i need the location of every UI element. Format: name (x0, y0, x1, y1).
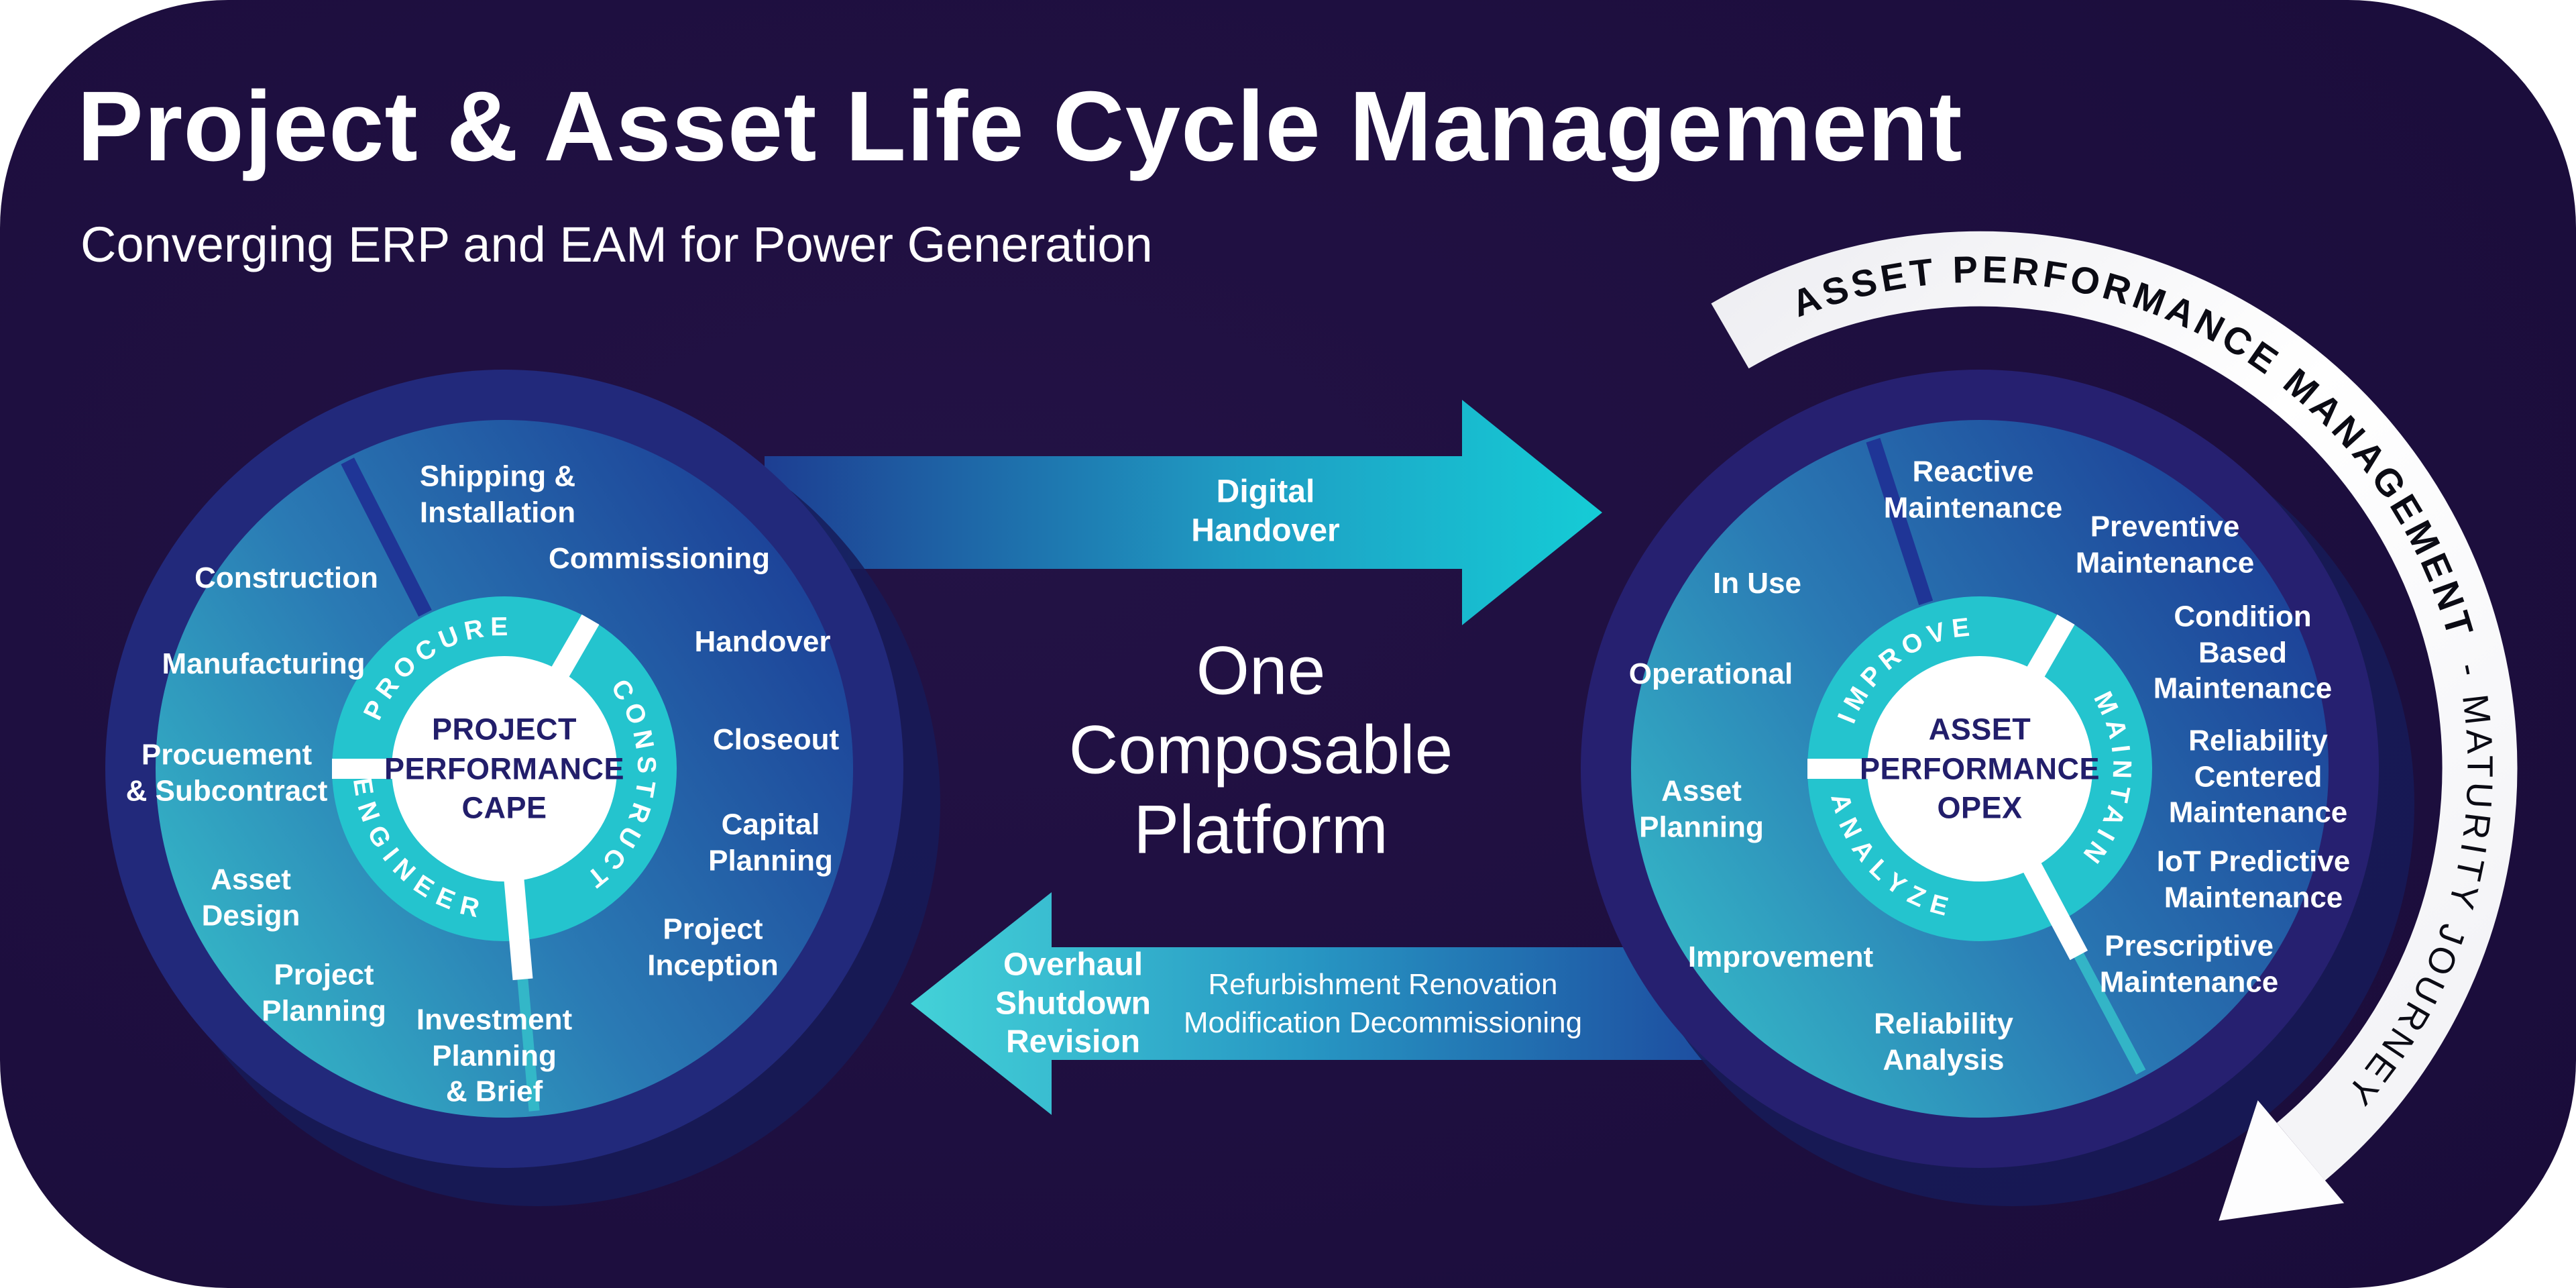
capex-label-project-planning: Project Planning (262, 958, 386, 1027)
maturity-arc-band (1711, 231, 2518, 1181)
capex-label-capital-planning: Capital Planning (708, 808, 833, 877)
capex-label-construction: Construction (194, 561, 378, 595)
capex-label-commissioning: Commissioning (548, 542, 771, 576)
return-arrow-label: Refurbishment Renovation Modification De… (1183, 967, 1583, 1039)
return-arrow-bold-label: Overhaul Shutdown Revision (995, 947, 1151, 1060)
capex-label-asset-design: Asset Design (201, 863, 300, 932)
maturity-arc-arrowhead (2219, 1100, 2345, 1221)
return-arrow (911, 892, 1710, 1115)
capex-label-project-inception: Project Inception (647, 912, 779, 981)
opex-label-operational: Operational (1628, 657, 1793, 691)
opex-ring-gap-bottom (2019, 855, 2088, 961)
opex-separator-top (1866, 437, 1934, 606)
one-composable-platform-label: One Composable Platform (1068, 632, 1453, 868)
capex-wheel (105, 370, 940, 1206)
opex-ring-gap-top (2023, 614, 2075, 684)
capex-label-shipping-installation: Shipping & Installation (419, 460, 576, 529)
opex-label-reliability-analysis: Reliability Analysis (1874, 1007, 2013, 1076)
capex-hub (392, 656, 617, 881)
opex-label-preventive-maintenance: Preventive Maintenance (2075, 510, 2255, 579)
capex-label-handover: Handover (694, 625, 831, 659)
capex-hub-label: PROJECT PERFORMANCE CAPE (384, 712, 625, 825)
page-subtitle: Converging ERP and EAM for Power Generat… (80, 217, 1153, 272)
opex-hub (1867, 656, 2092, 881)
opex-label-prescriptive-maintenance: Prescriptive Maintenance (2099, 929, 2279, 998)
digital-handover-label: Digital Handover (1191, 474, 1340, 548)
capex-label-closeout: Closeout (712, 723, 840, 757)
opex-label-asset-planning: Asset Planning (1639, 774, 1764, 843)
capex-separator-top (341, 458, 432, 617)
capex-label-procurement-subcontract: Procuement & Subcontract (125, 738, 328, 807)
opex-separator-bottom (2069, 944, 2146, 1075)
opex-label-iot-predictive-maintenance: IoT Predictive Maintenance (2156, 845, 2351, 914)
opex-hub-label: ASSET PERFORMANCE OPEX (1859, 712, 2101, 825)
opex-label-condition-based-maintenance: Condition Based Maintenance (2153, 600, 2333, 705)
page-title: Project & Asset Life Cycle Management (77, 71, 1963, 182)
opex-label-reactive-maintenance: Reactive Maintenance (1883, 455, 2063, 524)
capex-ring-gap-top (547, 614, 600, 684)
opex-label-improvement: Improvement (1687, 941, 1874, 974)
opex-wheel (1581, 370, 2414, 1206)
capex-separator-bottom (516, 969, 540, 1112)
capex-label-investment-planning-brief: Investment Planning & Brief (416, 1003, 573, 1108)
capex-label-manufacturing: Manufacturing (162, 647, 366, 681)
opex-label-in-use: In Use (1712, 567, 1802, 600)
capex-ring-gap-bottom (503, 871, 533, 981)
digital-handover-arrow (765, 400, 1602, 625)
opex-label-reliability-centered-maintenance: Reliability Centered Maintenance (2168, 724, 2348, 829)
